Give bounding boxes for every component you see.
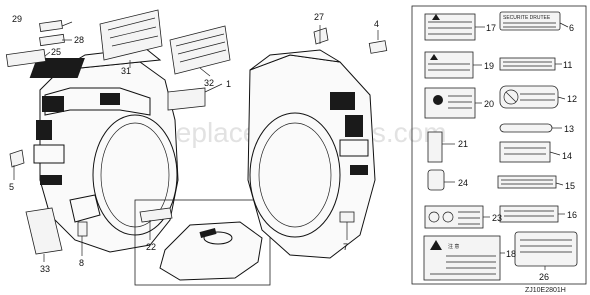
decal-12 <box>499 85 559 109</box>
callout-23: 23 <box>492 213 502 223</box>
callout-6: 6 <box>569 23 574 33</box>
decal-16 <box>499 205 559 223</box>
decal-panel: SECURITE DRUTEE <box>411 5 587 285</box>
callout-12: 12 <box>567 94 577 104</box>
decal-32 <box>169 25 231 75</box>
callout-24: 24 <box>458 178 468 188</box>
callout-8: 8 <box>79 258 84 268</box>
callout-1: 1 <box>226 79 231 89</box>
callout-31: 31 <box>121 66 131 76</box>
callout-20: 20 <box>484 99 494 109</box>
decal-23 <box>424 205 484 229</box>
callout-16: 16 <box>567 210 577 220</box>
callout-7: 7 <box>343 242 348 252</box>
left-loose-decals <box>5 9 231 255</box>
decal-27 <box>313 27 329 45</box>
callout-18: 18 <box>506 249 516 259</box>
right-engine <box>247 27 388 259</box>
securite-text: SECURITE DRUTEE <box>503 15 551 21</box>
decal-11 <box>499 57 556 71</box>
callout-numbers: 1 5 8 25 28 29 31 32 33 22 4 7 27 17 6 1… <box>9 12 577 282</box>
decal-26 <box>514 231 578 267</box>
callout-19: 19 <box>484 61 494 71</box>
decal-25 <box>5 48 47 68</box>
decal-15 <box>497 175 557 189</box>
decal-28 <box>39 33 65 47</box>
callout-21: 21 <box>458 139 468 149</box>
decal-7 <box>339 211 355 223</box>
callout-33: 33 <box>40 264 50 274</box>
decal-13 <box>499 123 553 133</box>
decal-33 <box>25 207 63 255</box>
fuel-tank-box <box>134 199 271 286</box>
callout-22: 22 <box>146 242 156 252</box>
decal-5 <box>9 149 25 168</box>
callout-4: 4 <box>374 19 379 29</box>
decal-14 <box>499 141 551 163</box>
decal-31 <box>99 9 163 61</box>
callout-32: 32 <box>204 78 214 88</box>
callout-27: 27 <box>314 12 324 22</box>
diagram-code: ZJ10E2801H <box>525 287 566 294</box>
callout-14: 14 <box>562 151 572 161</box>
callout-17: 17 <box>486 23 496 33</box>
callout-26: 26 <box>539 272 549 282</box>
decal-22 <box>139 207 173 223</box>
decal-21 <box>427 131 443 163</box>
decal-24 <box>427 169 445 191</box>
decal-6 <box>499 11 561 31</box>
decal-8 <box>77 221 88 237</box>
decal-19 <box>424 51 474 79</box>
decal-1 <box>167 87 206 111</box>
callout-5: 5 <box>9 182 14 192</box>
left-engine <box>29 47 206 253</box>
callout-29: 29 <box>12 14 22 24</box>
leader-lines <box>13 21 569 270</box>
decal-20 <box>424 87 476 119</box>
decal-4 <box>368 40 388 54</box>
callout-13: 13 <box>564 124 574 134</box>
callout-25: 25 <box>51 47 61 57</box>
decal-29 <box>39 20 63 32</box>
callout-11: 11 <box>563 60 572 70</box>
decal-17 <box>424 13 476 41</box>
callout-15: 15 <box>565 181 575 191</box>
jp-label-text: 注 意 <box>448 243 459 250</box>
callout-28: 28 <box>74 35 84 45</box>
